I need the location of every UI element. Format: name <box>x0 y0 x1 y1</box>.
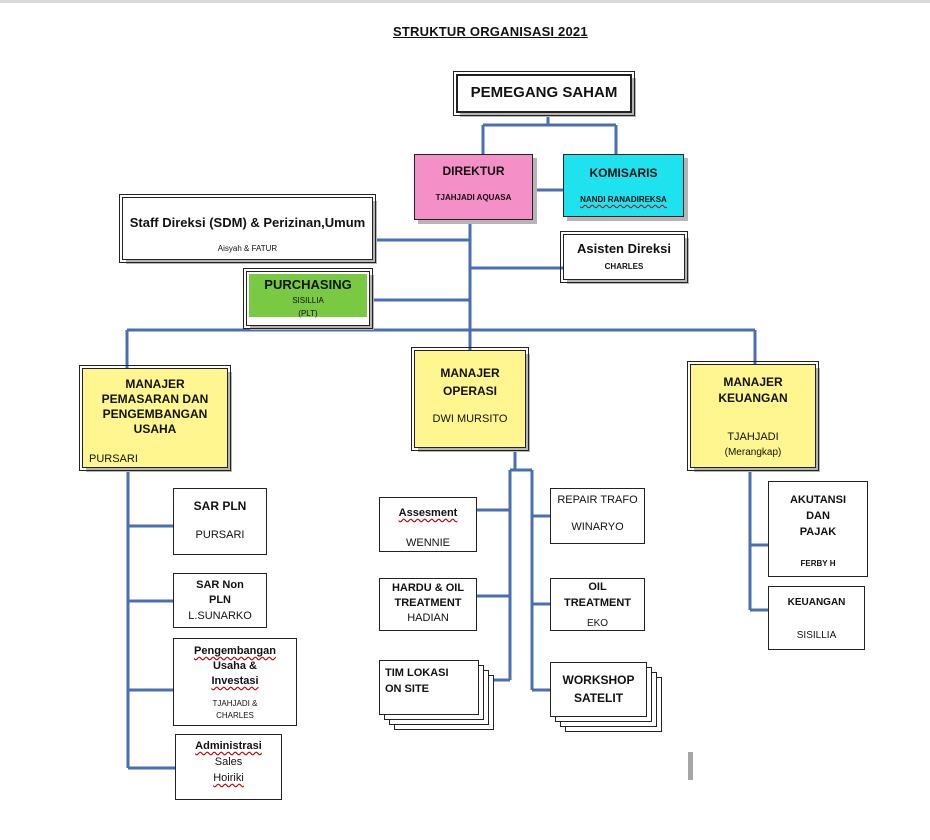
node-manajer-pemasaran-title-2: PEMASARAN DAN <box>101 392 209 406</box>
node-manajer-pemasaran: MANAJER PEMASARAN DAN PENGEMBANGAN USAHA… <box>79 365 231 471</box>
node-sar-non-pln-name: L.SUNARKO <box>188 610 252 622</box>
node-manajer-keuangan-name: TJAHJADI <box>727 431 779 443</box>
node-hardu-oil-title-2: TREATMENT <box>394 597 462 609</box>
node-manajer-operasi: MANAJER OPERASI DWI MURSITO <box>411 347 529 451</box>
node-sar-pln: SAR PLN PURSARI <box>173 488 267 555</box>
node-manajer-pemasaran-title-3: PENGEMBANGAN <box>102 407 208 421</box>
node-asisten-direksi: Asisten Direksi CHARLES <box>560 231 688 283</box>
node-purchasing-title: PURCHASING <box>264 277 352 292</box>
chart-title: STRUKTUR ORGANISASI 2021 <box>393 24 588 39</box>
node-purchasing-name: SISILLIA <box>292 296 324 305</box>
purchasing-fill <box>249 274 367 317</box>
node-sar-pln-title: SAR PLN <box>193 499 247 513</box>
node-pemegang-saham-title: PEMEGANG SAHAM <box>470 84 618 101</box>
node-hardu-oil-name: HADIAN <box>407 612 449 624</box>
node-repair-trafo-name: WINARYO <box>571 521 624 533</box>
node-direktur-name: TJAHJADI AQUASA <box>435 193 512 202</box>
node-keuangan-title: KEUANGAN <box>787 597 846 608</box>
node-manajer-keuangan-title-2: KEUANGAN <box>718 391 788 405</box>
node-workshop-title-2: SATELIT <box>573 691 624 705</box>
node-repair-trafo: REPAIR TRAFO WINARYO <box>550 488 645 544</box>
node-tim-lokasi-title-2: ON SITE <box>385 683 430 695</box>
node-purchasing: PURCHASING SISILLIA (PLT) <box>243 268 373 329</box>
node-assesment: Assesment WENNIE <box>379 497 477 552</box>
node-sar-pln-name: PURSARI <box>195 529 245 541</box>
node-oil-treatment-title-2: TREATMENT <box>563 597 631 609</box>
node-staff-direksi: Staff Direksi (SDM) & Perizinan,Umum Ais… <box>119 194 376 263</box>
node-keuangan: KEUANGAN SISILLIA <box>768 586 865 650</box>
node-manajer-keuangan-title-1: MANAJER <box>723 375 783 389</box>
node-sar-non-pln-title-1: SAR Non <box>196 579 244 591</box>
node-direktur: DIREKTUR TJAHJADI AQUASA <box>414 154 533 220</box>
node-purchasing-note: (PLT) <box>298 309 318 318</box>
node-manajer-pemasaran-title-1: MANAJER <box>125 377 185 391</box>
node-sar-non-pln: SAR Non PLN L.SUNARKO <box>173 573 267 628</box>
node-administrasi-name: Hoiriki <box>213 772 244 784</box>
node-manajer-pemasaran-name: PURSARI <box>89 453 138 465</box>
node-workshop: WORKSHOP SATELIT <box>550 662 647 717</box>
node-tim-lokasi-title-1: TIM LOKASI <box>385 667 449 679</box>
node-oil-treatment-title-1: OIL <box>588 581 607 593</box>
node-administrasi-title-1: Administrasi <box>195 740 262 752</box>
node-manajer-operasi-name: DWI MURSITO <box>432 413 508 425</box>
node-pengembangan-name-2: CHARLES <box>216 711 254 720</box>
node-manajer-operasi-title-2: OPERASI <box>442 384 497 398</box>
node-pengembangan: Pengembangan Usaha & Investasi TJAHJADI … <box>173 638 297 726</box>
node-pemegang-saham: PEMEGANG SAHAM <box>453 71 635 116</box>
node-akutansi-title-1: AKUTANSI <box>789 494 846 506</box>
node-hardu-oil: HARDU & OIL TREATMENT HADIAN <box>379 578 477 631</box>
node-manajer-operasi-title-1: MANAJER <box>440 366 500 380</box>
window-top-border <box>0 0 930 3</box>
node-administrasi: Administrasi Sales Hoiriki <box>175 734 282 800</box>
node-akutansi-title-3: PAJAK <box>799 526 837 538</box>
node-komisaris-title: KOMISARIS <box>589 166 658 180</box>
node-pengembangan-title-1: Pengembangan <box>194 645 276 657</box>
node-hardu-oil-title-1: HARDU & OIL <box>391 582 465 594</box>
node-assesment-name: WENNIE <box>406 537 450 549</box>
node-staff-direksi-name: Aisyah & FATUR <box>217 244 278 253</box>
node-oil-treatment-name: EKO <box>586 618 609 629</box>
node-komisaris: KOMISARIS NANDI RANADIREKSA <box>563 154 684 217</box>
node-oil-treatment: OIL TREATMENT EKO <box>550 578 645 631</box>
node-akutansi: AKUTANSI DAN PAJAK FERBY H <box>768 481 868 577</box>
node-asisten-direksi-title: Asisten Direksi <box>577 241 671 256</box>
scroll-handle[interactable] <box>688 752 693 780</box>
node-tim-lokasi: TIM LOKASI ON SITE <box>379 660 479 715</box>
node-repair-trafo-title: REPAIR TRAFO <box>557 494 638 506</box>
node-asisten-direksi-name: CHARLES <box>604 262 644 271</box>
node-akutansi-name: FERBY H <box>800 559 836 568</box>
node-pengembangan-title-3: Investasi <box>211 675 259 687</box>
node-administrasi-title-2: Sales <box>214 756 243 768</box>
node-staff-direksi-title: Staff Direksi (SDM) & Perizinan,Umum <box>129 215 366 230</box>
node-manajer-keuangan: MANAJER KEUANGAN TJAHJADI (Merangkap) <box>687 361 819 471</box>
node-sar-non-pln-title-2: PLN <box>209 594 231 606</box>
node-pengembangan-name-1: TJAHJADI & <box>212 699 258 708</box>
node-pengembangan-title-2: Usaha & <box>212 660 258 672</box>
node-manajer-keuangan-note: (Merangkap) <box>724 447 782 458</box>
node-assesment-title: Assesment <box>398 507 458 519</box>
node-direktur-title: DIREKTUR <box>442 164 505 178</box>
node-komisaris-name: NANDI RANADIREKSA <box>580 195 667 204</box>
node-manajer-pemasaran-title-4: USAHA <box>133 422 177 436</box>
node-akutansi-title-2: DAN <box>806 510 830 522</box>
node-workshop-title-1: WORKSHOP <box>562 673 635 687</box>
node-keuangan-name: SISILLIA <box>796 630 837 641</box>
